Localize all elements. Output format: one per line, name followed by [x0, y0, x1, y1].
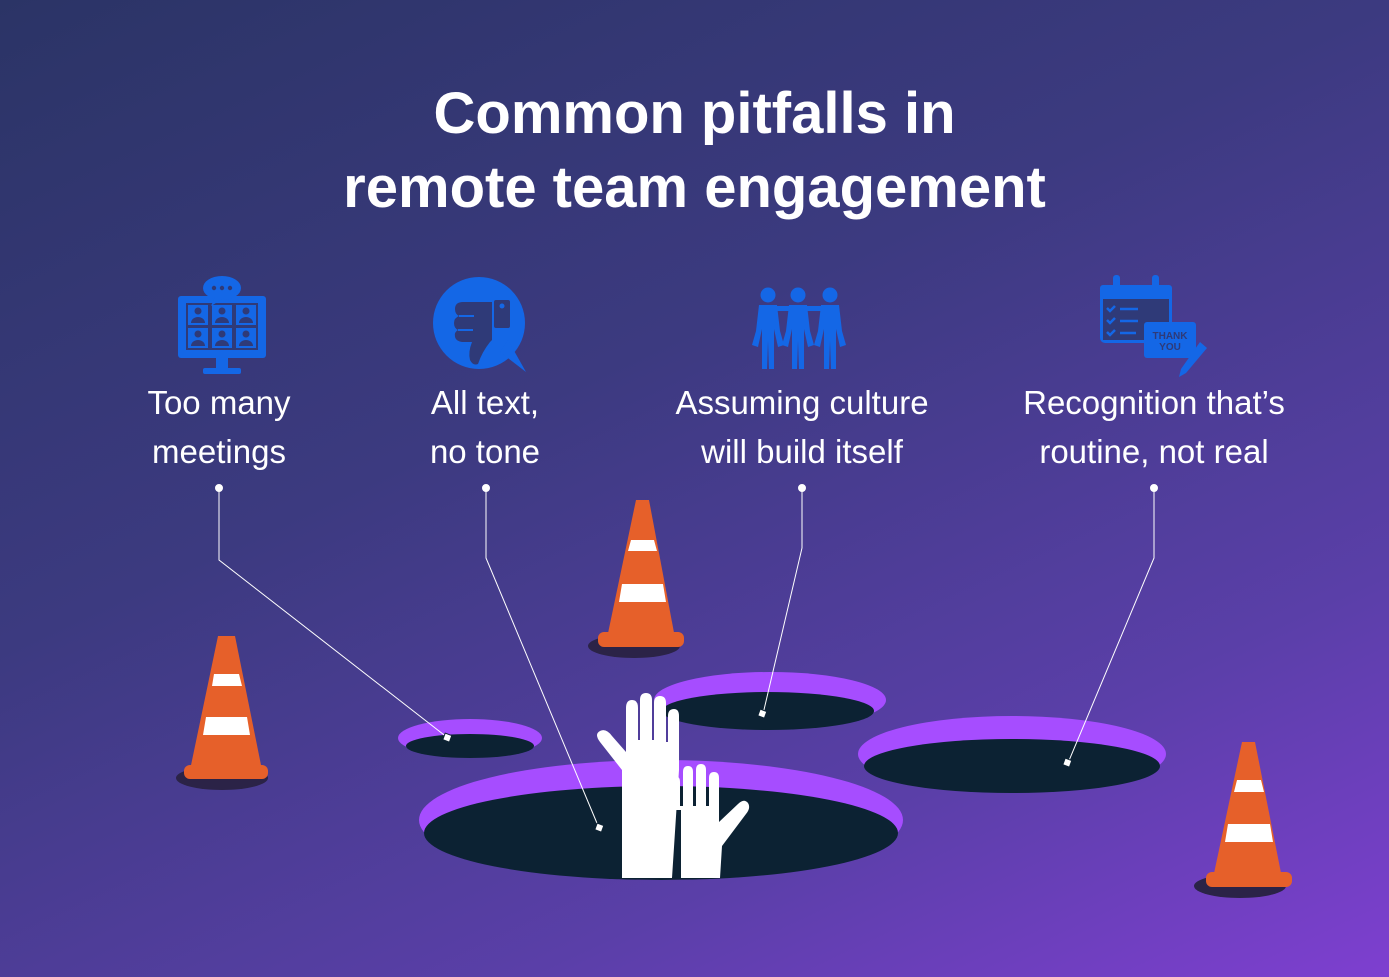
leader-line-recognition [1067, 488, 1155, 764]
leader-line-culture [762, 488, 803, 715]
pitfall-label-line-1: Assuming culture [675, 384, 929, 421]
traffic-cone-icon [588, 500, 684, 658]
leader-line-tone [485, 488, 600, 829]
leader-dot [482, 484, 490, 492]
video-meeting-icon [178, 276, 266, 374]
pitfall-label-line-1: All text, [430, 384, 540, 421]
leader-line-meetings [218, 488, 449, 739]
pitfall-label-line-2: meetings [152, 433, 286, 470]
leader-dot [215, 484, 223, 492]
leader-end-marker [1062, 757, 1073, 768]
pitfall-label-tone: All text, no tone [385, 378, 585, 476]
pitfall-label-line-1: Too many [147, 384, 291, 421]
pitfall-label-line-2: routine, not real [1039, 433, 1269, 470]
pitfall-hole-top [654, 672, 886, 730]
pitfall-label-line-2: no tone [429, 433, 541, 470]
leader-dot [1150, 484, 1158, 492]
calendar-thank-you-icon: THANK YOU [1100, 275, 1207, 377]
pitfall-label-culture: Assuming culture will build itself [622, 378, 982, 476]
raised-hands-icon [597, 693, 750, 879]
traffic-cone-icon [1194, 742, 1292, 898]
leader-end-marker [594, 822, 605, 833]
pitfall-hole-small [398, 719, 542, 758]
pitfall-label-line-2: will build itself [701, 433, 903, 470]
pitfall-label-meetings: Too many meetings [119, 378, 319, 476]
thumbs-down-chat-icon [433, 277, 526, 372]
pitfall-label-line-1: Recognition that’s [1023, 384, 1285, 421]
team-people-icon [752, 287, 846, 369]
leader-dot [798, 484, 806, 492]
page-title-line-2: remote team engagement [343, 155, 1046, 220]
leader-end-marker [442, 732, 453, 743]
leader-end-marker [757, 708, 768, 719]
thank-you-card-line-2: YOU [1159, 342, 1181, 353]
page-title-line-1: Common pitfalls in [433, 81, 956, 146]
thank-you-card-line-1: THANK [1153, 331, 1189, 342]
pitfall-label-recognition: Recognition that’s routine, not real [984, 378, 1324, 476]
traffic-cone-icon [176, 636, 268, 790]
leader-lines [218, 488, 1155, 829]
pitfall-hole-right [858, 716, 1166, 793]
